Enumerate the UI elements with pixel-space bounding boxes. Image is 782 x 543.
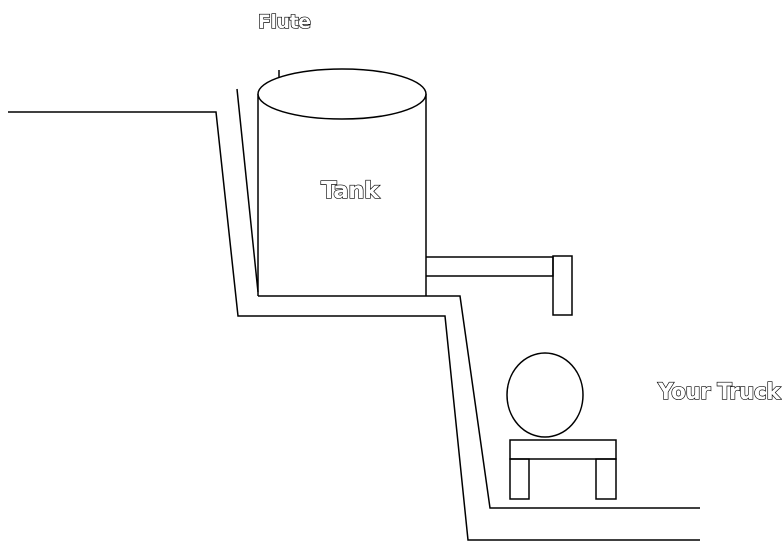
truck-tank bbox=[506, 352, 584, 438]
flute-pipe bbox=[236, 88, 259, 293]
lower-ground-line bbox=[258, 295, 700, 509]
truck-bed bbox=[509, 439, 617, 460]
tank-label: Tank bbox=[321, 178, 380, 204]
truck-left-leg bbox=[509, 458, 530, 500]
outlet-nozzle bbox=[552, 255, 573, 316]
truck-label: Your Truck bbox=[657, 380, 782, 405]
tank-top bbox=[257, 68, 427, 120]
flute-label: Flute bbox=[258, 11, 311, 33]
outlet-pipe bbox=[426, 256, 554, 277]
upper-ground-line bbox=[8, 111, 700, 541]
truck-right-leg bbox=[595, 458, 617, 500]
